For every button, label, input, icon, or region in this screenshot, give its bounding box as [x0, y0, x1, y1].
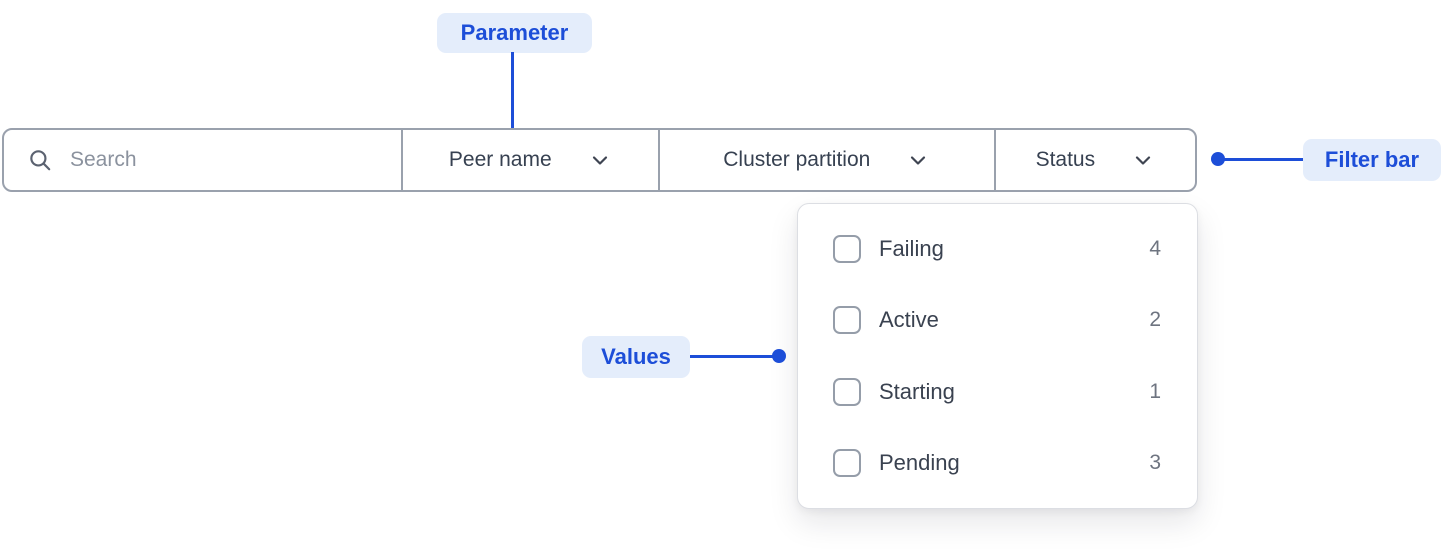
chevron-down-icon [592, 156, 607, 165]
menu-item-starting[interactable]: Starting 1 [833, 356, 1161, 428]
dropdown-peer-name[interactable]: Peer name [400, 130, 658, 190]
menu-item-active[interactable]: Active 2 [833, 285, 1161, 357]
values-connector-dot [772, 349, 786, 363]
search-section [4, 130, 401, 190]
menu-item-label: Starting [879, 378, 955, 404]
checkbox-starting[interactable] [833, 377, 861, 406]
parameter-connector-line [511, 52, 514, 138]
dropdown-label: Cluster partition [723, 148, 871, 171]
menu-item-count: 1 [1149, 379, 1161, 403]
checkbox-active[interactable] [833, 306, 861, 335]
menu-item-label: Failing [879, 235, 944, 261]
dropdown-status[interactable]: Status [993, 130, 1195, 190]
checkbox-failing[interactable] [833, 234, 861, 263]
status-values-menu: Failing 4 Active 2 Starting 1 Pending 3 [797, 203, 1198, 509]
dropdown-cluster-partition[interactable]: Cluster partition [657, 130, 994, 190]
search-input[interactable] [70, 148, 401, 172]
filter-bar-annotation-badge: Filter bar [1303, 139, 1441, 181]
menu-item-count: 4 [1149, 236, 1161, 260]
dropdown-label: Peer name [448, 148, 552, 171]
chevron-down-icon [1136, 156, 1151, 165]
menu-item-count: 3 [1149, 451, 1161, 475]
filter-bar-connector-line [1218, 158, 1303, 161]
menu-item-failing[interactable]: Failing 4 [833, 213, 1161, 285]
dropdown-label: Status [1035, 148, 1096, 171]
values-annotation-badge: Values [582, 336, 690, 378]
menu-item-label: Pending [879, 450, 960, 476]
filter-bar: Peer name Cluster partition Status [2, 128, 1197, 192]
chevron-down-icon [911, 156, 926, 165]
menu-item-count: 2 [1149, 308, 1161, 332]
values-connector-line [690, 355, 776, 358]
menu-item-pending[interactable]: Pending 3 [833, 428, 1161, 500]
parameter-annotation-badge: Parameter [437, 13, 592, 53]
menu-item-label: Active [879, 307, 939, 333]
checkbox-pending[interactable] [833, 449, 861, 478]
search-icon [30, 150, 51, 171]
